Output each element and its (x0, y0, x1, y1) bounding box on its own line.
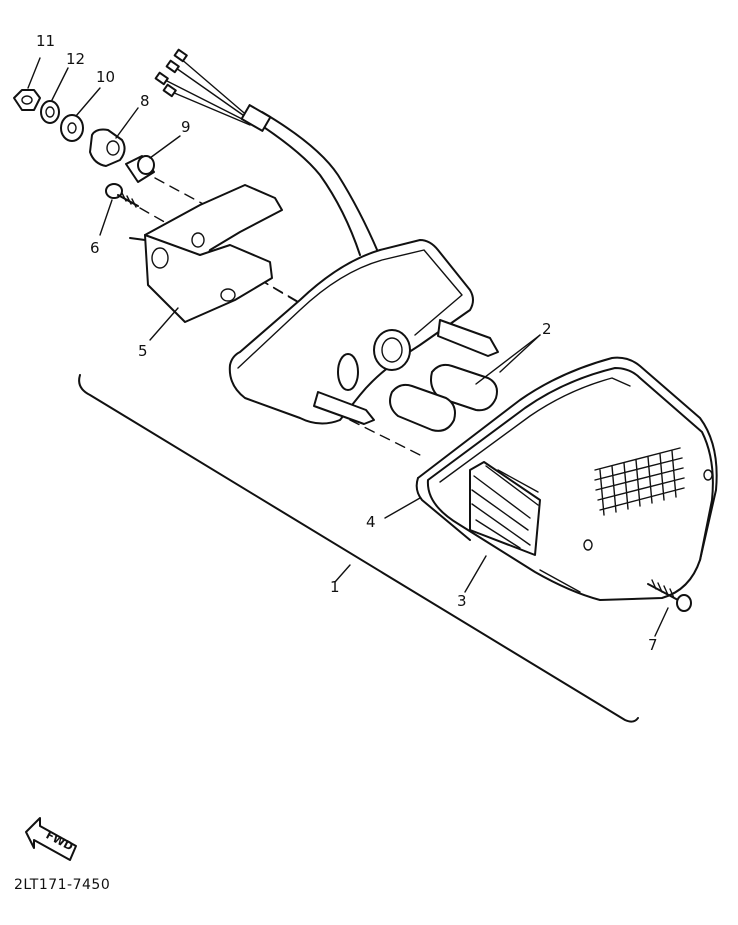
part-7-screw (647, 579, 692, 612)
part-6-bolt (105, 183, 139, 208)
part-labels: 11 12 10 8 9 6 5 2 4 1 3 7 (36, 32, 658, 654)
part-5-bracket (129, 184, 283, 323)
part-10-washer (60, 114, 84, 142)
diagram-code: 2LT171-7450 (14, 877, 111, 893)
leader-lines (27, 57, 669, 637)
label-part-11: 11 (36, 32, 55, 50)
fwd-arrow-icon: FWD (25, 817, 77, 861)
label-part-5: 5 (138, 342, 148, 360)
label-part-10: 10 (96, 68, 115, 86)
label-part-3: 3 (457, 592, 467, 610)
lens-grid (594, 447, 685, 516)
label-part-2: 2 (542, 320, 552, 338)
label-part-12: 12 (66, 50, 85, 68)
label-part-1: 1 (330, 578, 340, 596)
label-part-7: 7 (648, 636, 658, 654)
part-9-collar (125, 155, 155, 183)
part-3-lens (426, 367, 714, 601)
part-12-lock-washer (40, 100, 60, 124)
label-part-9: 9 (181, 118, 191, 136)
label-part-6: 6 (90, 239, 100, 257)
part-2-bulbs (389, 363, 498, 432)
wire-harness (154, 48, 379, 256)
lamp-housing (228, 239, 499, 425)
part-4-gasket (415, 356, 718, 561)
assembly-outline (78, 374, 639, 723)
part-8-grommet (89, 128, 126, 167)
label-part-8: 8 (140, 92, 150, 110)
label-part-4: 4 (366, 513, 376, 531)
part-11-nut (13, 89, 41, 111)
